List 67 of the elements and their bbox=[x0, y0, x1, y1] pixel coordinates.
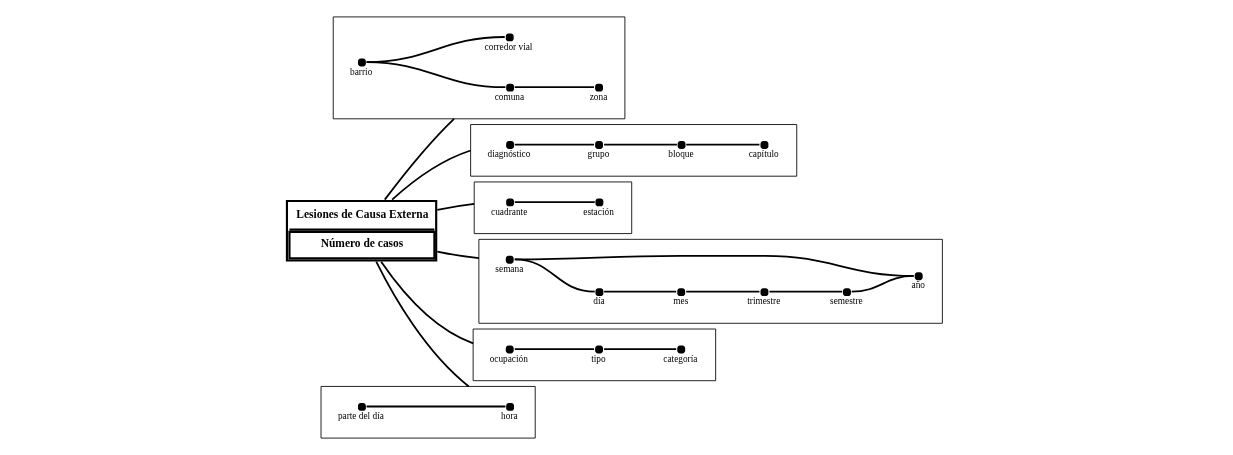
node-circle bbox=[760, 141, 768, 149]
connector bbox=[768, 290, 843, 293]
connector bbox=[513, 143, 595, 146]
cluster bbox=[472, 328, 716, 382]
node-circle bbox=[505, 141, 514, 149]
connector bbox=[365, 405, 506, 408]
connector bbox=[365, 36, 506, 63]
node-circle bbox=[676, 288, 685, 296]
connector bbox=[684, 143, 760, 146]
node-circle bbox=[842, 288, 851, 296]
cluster bbox=[320, 386, 536, 439]
connector bbox=[513, 348, 595, 350]
cluster bbox=[469, 124, 797, 177]
node-label: zona bbox=[589, 91, 607, 102]
node-circle bbox=[357, 58, 366, 67]
node-circle bbox=[505, 345, 514, 354]
node-circle bbox=[760, 288, 768, 296]
connector bbox=[435, 203, 475, 211]
node-label: comuna bbox=[494, 91, 524, 102]
connector bbox=[602, 143, 678, 146]
connector bbox=[602, 290, 677, 293]
node-label: diagnóstico bbox=[486, 149, 530, 160]
connector bbox=[390, 149, 472, 201]
cluster bbox=[473, 181, 632, 235]
node-label: semestre bbox=[829, 296, 863, 307]
node-label: tipo bbox=[590, 353, 606, 364]
connector bbox=[435, 250, 480, 259]
node-circle bbox=[594, 198, 603, 207]
connector bbox=[383, 117, 455, 201]
node-label: corredor vial bbox=[484, 41, 532, 52]
node-circle bbox=[505, 33, 514, 42]
connector bbox=[513, 86, 595, 89]
node-label: trimestre bbox=[746, 296, 780, 307]
node-circle bbox=[594, 345, 603, 354]
connector bbox=[374, 260, 470, 388]
node-circle bbox=[505, 198, 514, 207]
node-label: capítulo bbox=[748, 149, 779, 160]
node-circle bbox=[505, 255, 514, 264]
node-circle bbox=[594, 141, 603, 149]
node-label: ocupación bbox=[489, 353, 528, 364]
node-label: día bbox=[592, 296, 605, 307]
node-circle bbox=[594, 288, 603, 296]
node-label: parte del día bbox=[337, 411, 384, 421]
connector bbox=[379, 260, 474, 345]
node-label: mes bbox=[672, 296, 688, 307]
node-circle bbox=[505, 402, 514, 411]
node-label: bloque bbox=[667, 149, 694, 160]
cluster bbox=[332, 16, 625, 120]
node-circle bbox=[357, 402, 366, 411]
node-label: cuadrante bbox=[490, 206, 527, 217]
node-circle bbox=[676, 345, 685, 354]
node-label: categoría bbox=[662, 353, 697, 364]
connector bbox=[602, 348, 677, 350]
node-label: barrio bbox=[349, 66, 372, 77]
node-circle bbox=[677, 141, 685, 149]
cluster bbox=[477, 238, 943, 324]
connector bbox=[850, 275, 915, 293]
node-circle bbox=[914, 272, 923, 281]
node-label: hora bbox=[500, 411, 518, 421]
node-label: estación bbox=[582, 206, 614, 217]
node-label: grupo bbox=[587, 149, 609, 160]
node-label: semana bbox=[494, 263, 523, 274]
node-circle bbox=[505, 83, 514, 92]
node-circle bbox=[594, 83, 603, 92]
connector bbox=[684, 290, 760, 293]
connector bbox=[513, 201, 596, 203]
node-label: año bbox=[911, 280, 925, 291]
